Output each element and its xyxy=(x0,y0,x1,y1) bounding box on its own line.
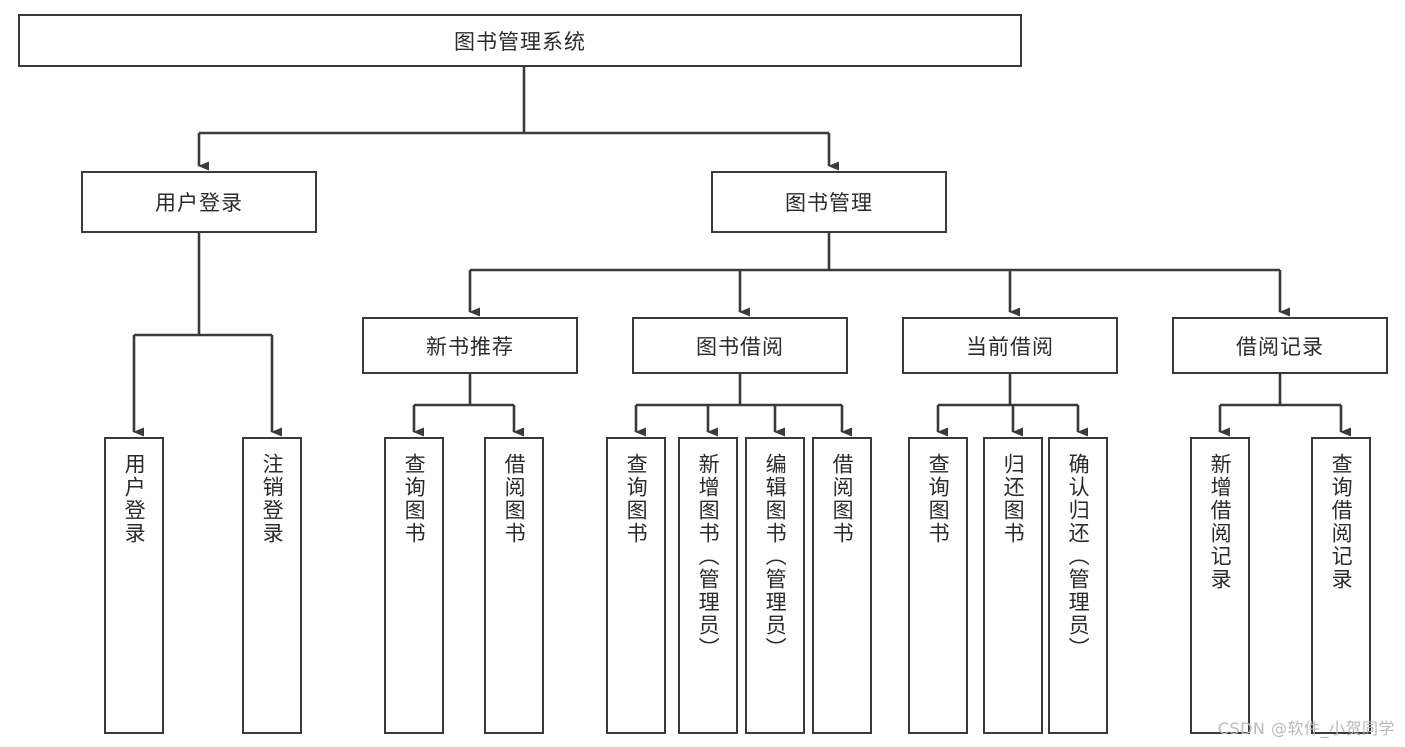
leaf-query-book[interactable]: 查询图书 xyxy=(606,437,666,734)
leaf-query-book-recommend[interactable]: 查询图书 xyxy=(384,437,444,734)
node-current-borrow-label: 当前借阅 xyxy=(966,334,1054,359)
leaf-borrow-book-recommend-label: 借阅图书 xyxy=(502,453,527,545)
leaf-query-borrow-record[interactable]: 查询借阅记录 xyxy=(1311,437,1371,734)
leaf-user-login[interactable]: 用户登录 xyxy=(104,437,164,734)
leaf-edit-book-admin[interactable]: 编辑图书（管理员） xyxy=(745,437,805,734)
csdn-watermark: CSDN @软件_小贺同学 xyxy=(1217,719,1395,738)
node-root-label: 图书管理系统 xyxy=(454,29,586,54)
leaf-query-book-recommend-label: 查询图书 xyxy=(402,453,427,545)
leaf-logout[interactable]: 注销登录 xyxy=(242,437,302,734)
node-borrow-record-label: 借阅记录 xyxy=(1236,334,1324,359)
node-book-management[interactable]: 图书管理 xyxy=(711,171,947,233)
node-book-borrow[interactable]: 图书借阅 xyxy=(632,317,848,374)
leaf-logout-label: 注销登录 xyxy=(260,453,285,545)
leaf-add-book-admin[interactable]: 新增图书（管理员） xyxy=(678,437,738,734)
leaf-edit-book-admin-label: 编辑图书（管理员） xyxy=(763,453,788,660)
node-user-login-label: 用户登录 xyxy=(155,191,243,215)
leaf-borrow-book[interactable]: 借阅图书 xyxy=(812,437,872,734)
node-book-management-label: 图书管理 xyxy=(785,191,873,215)
node-new-book-recommend[interactable]: 新书推荐 xyxy=(362,317,578,374)
leaf-confirm-return-admin-label: 确认归还（管理员） xyxy=(1066,453,1091,660)
leaf-add-borrow-record[interactable]: 新增借阅记录 xyxy=(1190,437,1250,734)
leaf-add-borrow-record-label: 新增借阅记录 xyxy=(1208,453,1233,591)
leaf-add-book-admin-label: 新增图书（管理员） xyxy=(696,453,721,660)
node-user-login[interactable]: 用户登录 xyxy=(81,171,317,233)
node-new-book-recommend-label: 新书推荐 xyxy=(426,334,514,359)
leaf-borrow-book-label: 借阅图书 xyxy=(830,453,855,545)
leaf-borrow-book-recommend[interactable]: 借阅图书 xyxy=(484,437,544,734)
leaf-query-book-current-label: 查询图书 xyxy=(926,453,951,545)
leaf-return-book-label: 归还图书 xyxy=(1001,453,1026,545)
leaf-return-book[interactable]: 归还图书 xyxy=(983,437,1043,734)
leaf-confirm-return-admin[interactable]: 确认归还（管理员） xyxy=(1048,437,1108,734)
leaf-query-book-label: 查询图书 xyxy=(624,453,649,545)
leaf-user-login-label: 用户登录 xyxy=(122,453,147,545)
node-root-system[interactable]: 图书管理系统 xyxy=(18,14,1022,67)
node-borrow-record[interactable]: 借阅记录 xyxy=(1172,317,1388,374)
node-current-borrow[interactable]: 当前借阅 xyxy=(902,317,1118,374)
node-book-borrow-label: 图书借阅 xyxy=(696,334,784,359)
leaf-query-borrow-record-label: 查询借阅记录 xyxy=(1329,453,1354,591)
leaf-query-book-current[interactable]: 查询图书 xyxy=(908,437,968,734)
